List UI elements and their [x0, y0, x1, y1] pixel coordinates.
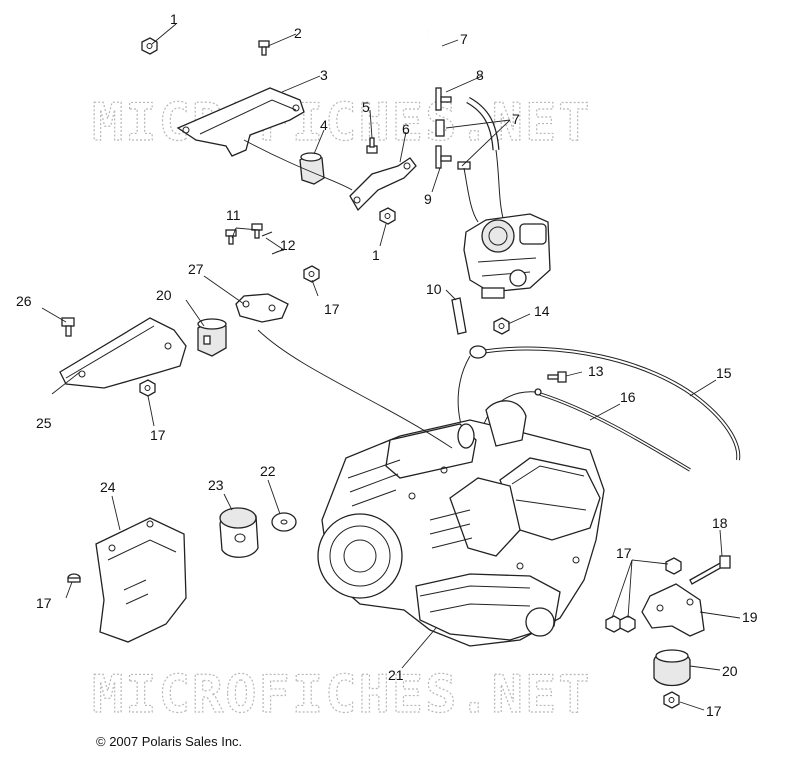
bolt-part-2 [258, 40, 270, 56]
callout-6: 6 [402, 121, 410, 137]
hose-part-7-right [457, 96, 500, 170]
leader-lines [41, 23, 741, 711]
nut-part-1-lower [379, 207, 396, 225]
callout-24: 24 [100, 479, 116, 495]
nut-part-14 [493, 317, 510, 335]
callout-27: 27 [188, 261, 204, 277]
callout-5: 5 [362, 99, 370, 115]
hose-part-7-top [426, 30, 440, 69]
callout-19: 19 [742, 609, 758, 625]
bracket-part-24 [95, 517, 187, 643]
copyright-notice: © 2007 Polaris Sales Inc. [96, 734, 242, 749]
rubber-mount-part-4 [299, 152, 325, 185]
callout-26: 26 [16, 293, 32, 309]
hose-part-7-middle [435, 119, 445, 137]
callout-20: 20 [156, 287, 172, 303]
bracket-part-19 [641, 583, 705, 637]
callout-17-a: 17 [324, 301, 340, 317]
callout-12: 12 [280, 237, 296, 253]
callout-17-e: 17 [706, 703, 722, 719]
engine-part-21 [317, 400, 605, 647]
callout-17-c: 17 [36, 595, 52, 611]
watermark-bottom: MICROFICHES.NET [92, 665, 592, 725]
callout-7-top: 7 [460, 31, 468, 47]
callout-1: 1 [170, 11, 178, 27]
cable-part-15 [457, 345, 741, 461]
washer-part-22 [271, 512, 297, 532]
fitting-part-9 [435, 145, 452, 169]
rubber-mount-part-23 [219, 507, 259, 558]
callout-18: 18 [712, 515, 728, 531]
bracket-part-3 [176, 87, 305, 157]
washer-part-17-c [67, 573, 81, 583]
bolt-part-13 [547, 371, 567, 383]
rubber-mount-part-20-b [653, 649, 691, 687]
callout-8: 8 [476, 67, 484, 83]
callout-23: 23 [208, 477, 224, 493]
fitting-part-8 [435, 87, 452, 111]
callout-1-lower: 1 [372, 247, 380, 263]
callout-17-b: 17 [150, 427, 166, 443]
callout-7-right: 7 [512, 111, 520, 127]
nut-part-17-a [303, 265, 320, 283]
bolt-part-18 [689, 555, 731, 585]
bracket-part-27 [235, 293, 289, 323]
tube-part-10 [451, 297, 467, 335]
callout-3: 3 [320, 67, 328, 83]
bolt-part-26 [61, 317, 75, 337]
carburetor [463, 213, 551, 299]
screws-part-11 [225, 223, 263, 245]
callout-2: 2 [294, 25, 302, 41]
bolt-part-5 [366, 137, 378, 154]
callout-16: 16 [620, 389, 636, 405]
callout-14: 14 [534, 303, 550, 319]
callout-25: 25 [36, 415, 52, 431]
bracket-part-25 [59, 317, 187, 389]
clips-part-12 [261, 231, 283, 255]
nut-part-17-e [663, 691, 680, 709]
callout-10: 10 [426, 281, 442, 297]
callout-13: 13 [588, 363, 604, 379]
plate-part-6 [349, 157, 417, 212]
callout-21: 21 [388, 667, 404, 683]
callout-20-b: 20 [722, 663, 738, 679]
callout-11: 11 [226, 207, 241, 223]
cable-part-16 [483, 388, 691, 472]
callout-4: 4 [320, 117, 328, 133]
callout-15: 15 [716, 365, 732, 381]
callout-17-d: 17 [616, 545, 632, 561]
callout-22: 22 [260, 463, 276, 479]
callout-9: 9 [424, 191, 432, 207]
nut-part-17-b [139, 379, 156, 397]
vent-line [463, 149, 505, 223]
nut-part-1-top [141, 37, 158, 55]
rubber-mount-part-20-a [197, 318, 227, 357]
